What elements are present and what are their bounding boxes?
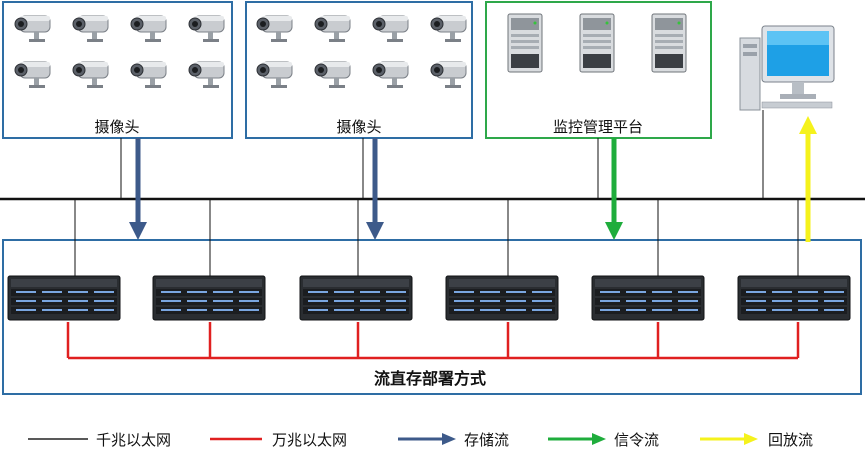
camera-icon [256,15,467,89]
platform-label: 监控管理平台 [553,118,643,136]
legend-gigabit-label: 千兆以太网 [96,431,171,449]
camera-icon [14,15,225,89]
camera-group-1-label: 摄像头 [94,118,139,136]
gigabit-downlinks [74,199,799,276]
legend-playback-flow-label: 回放流 [768,431,813,449]
camera-group-2-label: 摄像头 [336,118,381,136]
camera-group-2-frame [245,1,473,139]
storage-unit-icon [7,275,851,321]
legend-signaling-flow-label: 信令流 [614,431,659,449]
storage-cluster-title: 流直存部署方式 [374,369,486,388]
storage-flow-arrow [366,138,384,240]
legend: 千兆以太网 万兆以太网 存储流 信令流 回放流 [28,431,813,449]
ten-gigabit-link [66,322,800,360]
gigabit-uplinks [120,110,764,199]
legend-storage-flow-label: 存储流 [464,431,509,449]
playback-flow-arrow [799,116,817,242]
storage-flow-arrow [129,138,147,240]
storage-cluster-frame [2,239,862,395]
signaling-flow-arrow [605,138,623,240]
computer-icon [739,25,835,111]
camera-group-1-frame [2,1,233,139]
legend-ten-gigabit-label: 万兆以太网 [272,431,347,449]
server-icon [507,13,687,73]
